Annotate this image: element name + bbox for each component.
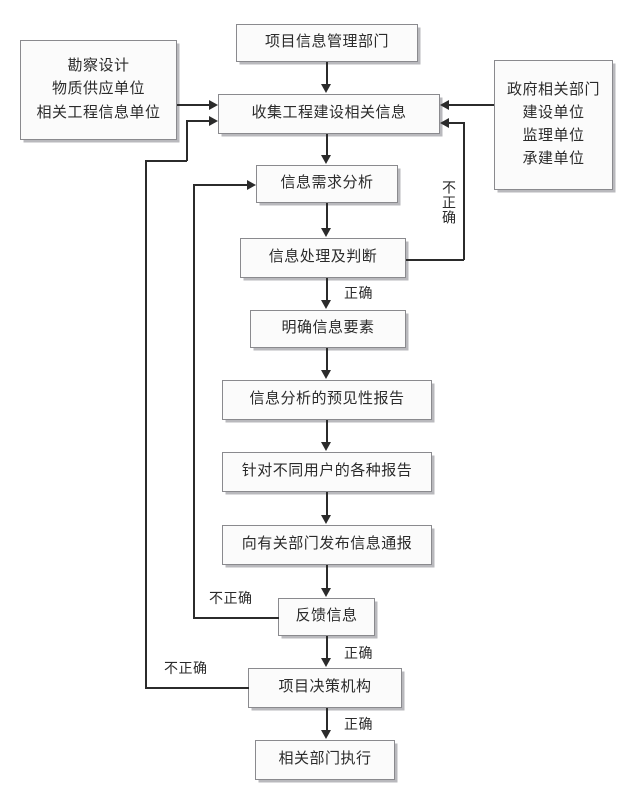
node-user-reports[interactable]: 针对不同用户的各种报告 [222,452,432,492]
node-label-line-2: 物质供应单位 [51,81,145,98]
edge-incorrect-process-top [449,122,464,124]
edge-clarify-to-predictive [326,348,328,370]
node-process-judge[interactable]: 信息处理及判断 [240,238,406,278]
edge-publish-to-feedback [326,565,328,589]
edge-predictive-to-userreports [326,420,328,442]
node-label-line-4: 承建单位 [522,151,585,168]
node-label: 信息处理及判断 [268,249,378,266]
edge-feedback-to-decision [326,636,328,658]
arrowhead-process-to-clarify [321,300,331,309]
node-label: 明确信息要素 [281,320,375,337]
node-label: 信息分析的预见性报告 [249,391,405,408]
node-feedback-info[interactable]: 反馈信息 [278,598,375,636]
edge-survey-to-collect [177,104,210,106]
edge-label-incorrect-feedback: 不正确 [209,592,253,607]
node-label-line-3: 监理单位 [522,128,585,144]
edge-feedback-loop-top [193,184,248,186]
arrowhead-government-to-collect [440,100,449,110]
node-government-group[interactable]: 政府相关部门 建设单位 监理单位 承建单位 [494,60,613,190]
node-demand-analysis[interactable]: 信息需求分析 [256,165,398,203]
arrowhead-feedback-to-decision [321,658,331,667]
edge-label-incorrect-process-judge: 不正确 [440,180,455,225]
edge-label-incorrect-decision: 不正确 [164,662,208,677]
node-label: 收集工程建设相关信息 [251,105,407,122]
arrowhead-projectinfo-to-collect [321,84,331,93]
edge-decision-to-execute [326,708,328,730]
node-label: 项目信息管理部门 [264,34,389,51]
node-publish-bulletin[interactable]: 向有关部门发布信息通报 [222,525,432,565]
arrowhead-demand-to-process [321,228,331,237]
edge-feedback-loop-bottom [193,617,279,619]
arrowhead-feedback-to-demand [247,180,256,190]
node-label-line-3: 相关工程信息单位 [36,104,161,121]
edge-government-to-collect [449,104,494,106]
node-label: 项目决策机构 [278,679,372,696]
arrowhead-decision-to-collect [209,116,218,126]
node-decision-body[interactable]: 项目决策机构 [248,668,402,708]
node-dept-execute[interactable]: 相关部门执行 [255,740,395,780]
node-label-line-2: 建设单位 [522,104,585,121]
edge-decision-feedback-top [145,160,187,162]
edge-collect-to-demand [326,134,328,156]
arrowhead-incorrect-to-collect [440,118,449,128]
arrowhead-survey-to-collect [209,100,218,110]
node-label: 向有关部门发布信息通报 [241,536,413,553]
arrowhead-decision-to-execute [321,730,331,739]
node-label-line-1: 政府相关部门 [506,81,600,98]
edge-decision-feedback-riser [186,120,188,161]
edge-label-correct-process-judge: 正确 [344,287,373,302]
edge-incorrect-process-bottom [406,259,464,261]
edge-label-correct-decision: 正确 [344,718,373,733]
node-label: 针对不同用户的各种报告 [241,463,413,480]
edge-decision-feedback-entry [186,120,210,122]
edge-decision-feedback-vertical [145,160,147,688]
edge-userreports-to-publish [326,492,328,515]
node-label-line-1: 勘察设计 [67,58,130,75]
node-collect-info[interactable]: 收集工程建设相关信息 [218,94,440,134]
node-survey-design-group[interactable]: 勘察设计 物质供应单位 相关工程信息单位 [20,40,177,140]
node-clarify-elements[interactable]: 明确信息要素 [250,310,406,348]
edge-projectinfo-to-collect [326,62,328,85]
node-label: 相关部门执行 [278,751,372,768]
arrowhead-clarify-to-predictive [321,370,331,379]
node-project-info-dept[interactable]: 项目信息管理部门 [236,24,418,62]
edge-incorrect-process-vertical [463,122,465,260]
edge-feedback-loop-vertical [193,184,195,618]
arrowhead-collect-to-demand [321,155,331,164]
arrowhead-publish-to-feedback [321,588,331,597]
node-label: 反馈信息 [295,608,358,625]
edge-process-to-clarify [326,278,328,300]
edge-demand-to-process [326,203,328,228]
node-label: 信息需求分析 [280,175,374,192]
edge-label-correct-feedback: 正确 [344,647,373,662]
arrowhead-userreports-to-publish [321,515,331,524]
arrowhead-predictive-to-userreports [321,442,331,451]
edge-decision-feedback-bottom [145,687,249,689]
node-predictive-report[interactable]: 信息分析的预见性报告 [222,380,432,420]
